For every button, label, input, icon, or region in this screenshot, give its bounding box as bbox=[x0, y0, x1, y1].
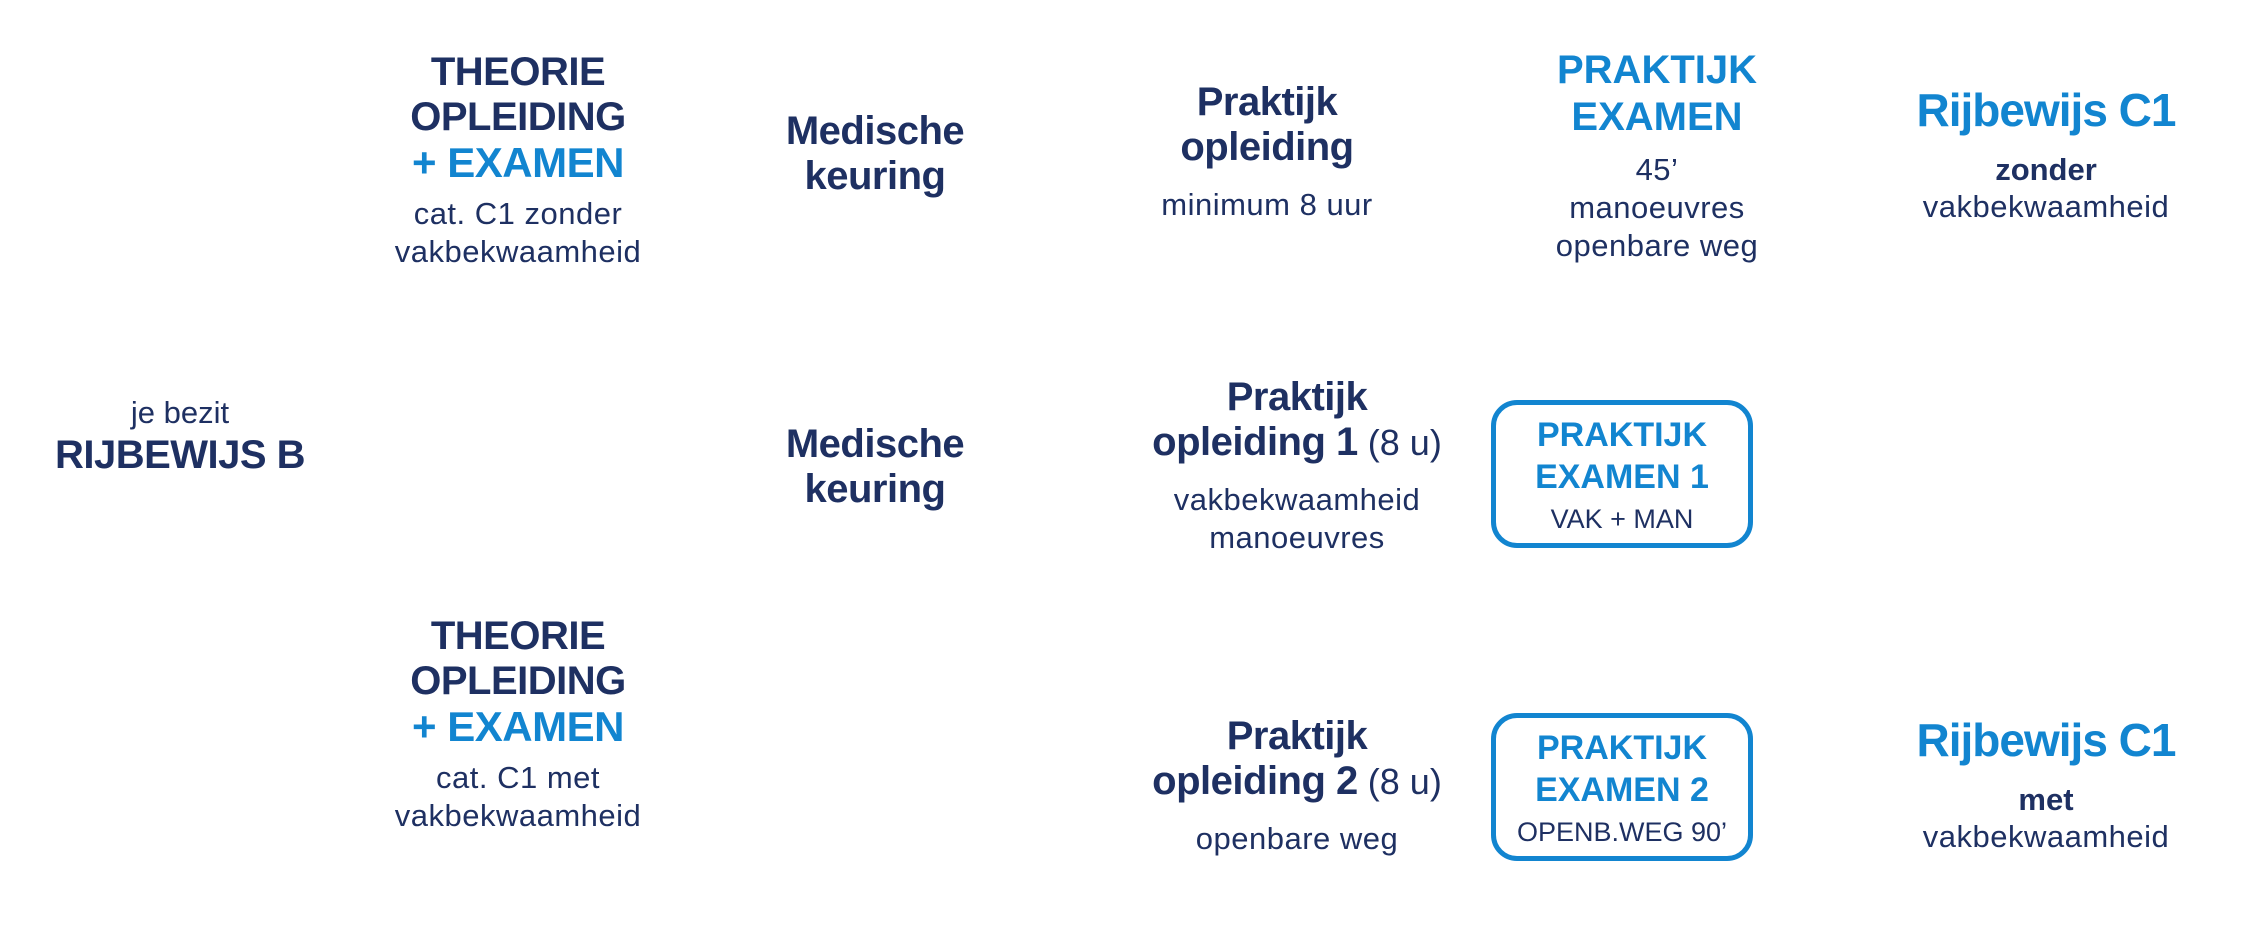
theorie-opleiding-examen-met-block: THEORIE OPLEIDING + EXAMEN cat. C1 met v… bbox=[395, 614, 642, 835]
medische-keuring-middle-line2: keuring bbox=[804, 467, 946, 511]
praktijk-opleiding-2-title-line2: opleiding 2(8 u) bbox=[1152, 759, 1442, 804]
theorie-zonder-title-line1: THEORIE bbox=[430, 50, 606, 94]
praktijk-examen-title-line2: EXAMEN bbox=[1571, 95, 1743, 139]
praktijk-examen-2-note: OPENB.WEG 90’ bbox=[1516, 816, 1728, 847]
rijbewijs-c1-met-note: vakbekwaamheid bbox=[1922, 819, 2170, 854]
praktijk-opleiding-2-duration: (8 u) bbox=[1367, 761, 1442, 802]
theorie-zonder-note-line1: cat. C1 zonder bbox=[413, 196, 623, 231]
medische-keuring-top-line1: Medische bbox=[785, 109, 965, 153]
praktijk-examen-2-title-line1: PRAKTIJK bbox=[1536, 728, 1708, 767]
praktijk-examen-1-title-line2: EXAMEN 1 bbox=[1535, 457, 1709, 496]
rijbewijs-c1-zonder-title: Rijbewijs C1 bbox=[1916, 84, 2177, 136]
praktijk-opleiding-block: Praktijk opleiding minimum 8 uur bbox=[1161, 80, 1373, 224]
theorie-zonder-title-line2: OPLEIDING bbox=[410, 95, 626, 139]
rijbewijs-c1-met-qualifier: met bbox=[2018, 782, 2074, 817]
praktijk-opleiding-1-title-line1: Praktijk bbox=[1226, 375, 1368, 419]
praktijk-opleiding-2-block: Praktijk opleiding 2(8 u) openbare weg bbox=[1152, 714, 1442, 858]
praktijk-examen-title-line1: PRAKTIJK bbox=[1556, 48, 1758, 92]
start-license-text: RIJBEWIJS B bbox=[54, 433, 306, 477]
praktijk-opleiding-1-note-line1: vakbekwaamheid bbox=[1173, 482, 1421, 517]
theorie-met-title-line2: OPLEIDING bbox=[410, 659, 626, 703]
praktijk-examen-1-title-line1: PRAKTIJK bbox=[1536, 415, 1708, 454]
praktijk-opleiding-2-name: opleiding 2 bbox=[1152, 759, 1358, 803]
praktijk-examen-block: PRAKTIJK EXAMEN 45’ manoeuvres openbare … bbox=[1556, 47, 1759, 265]
start-intro-text: je bezit bbox=[130, 395, 230, 430]
rijbewijs-c1-zonder-qualifier: zonder bbox=[1995, 152, 2097, 187]
rijbewijs-c1-met-block: Rijbewijs C1 met vakbekwaamheid bbox=[1916, 714, 2177, 856]
praktijk-opleiding-1-note-line2: manoeuvres bbox=[1209, 520, 1385, 555]
rijbewijs-c1-zonder-block: Rijbewijs C1 zonder vakbekwaamheid bbox=[1916, 84, 2177, 226]
praktijk-opleiding-title-line2: opleiding bbox=[1180, 125, 1354, 169]
praktijk-examen-note-duration: 45’ bbox=[1635, 152, 1679, 187]
theorie-zonder-note-line2: vakbekwaamheid bbox=[394, 234, 642, 269]
praktijk-opleiding-1-name: opleiding 1 bbox=[1152, 420, 1358, 464]
theorie-opleiding-examen-zonder-block: THEORIE OPLEIDING + EXAMEN cat. C1 zonde… bbox=[395, 50, 642, 271]
praktijk-opleiding-title-line1: Praktijk bbox=[1196, 80, 1338, 124]
theorie-met-note-line1: cat. C1 met bbox=[436, 760, 600, 795]
praktijk-opleiding-note: minimum 8 uur bbox=[1161, 187, 1373, 222]
theorie-met-note-line2: vakbekwaamheid bbox=[394, 798, 642, 833]
praktijk-examen-1-note: VAK + MAN bbox=[1550, 503, 1694, 534]
rijbewijs-c1-met-title: Rijbewijs C1 bbox=[1916, 714, 2177, 766]
praktijk-opleiding-1-duration: (8 u) bbox=[1367, 422, 1442, 463]
theorie-zonder-title-line3: + EXAMEN bbox=[412, 139, 624, 186]
start-block: je bezit RIJBEWIJS B bbox=[54, 394, 306, 478]
medische-keuring-top-block: Medische keuring bbox=[785, 109, 965, 199]
praktijk-examen-2-box: PRAKTIJK EXAMEN 2 OPENB.WEG 90’ bbox=[1491, 713, 1753, 861]
praktijk-opleiding-1-title-line2: opleiding 1(8 u) bbox=[1152, 420, 1442, 465]
medische-keuring-top-line2: keuring bbox=[804, 154, 946, 198]
medische-keuring-middle-line1: Medische bbox=[785, 422, 965, 466]
praktijk-examen-note-line3: openbare weg bbox=[1555, 228, 1759, 263]
praktijk-examen-1-box: PRAKTIJK EXAMEN 1 VAK + MAN bbox=[1491, 400, 1753, 548]
theorie-met-title-line1: THEORIE bbox=[430, 614, 606, 658]
rijbewijs-c1-zonder-note: vakbekwaamheid bbox=[1922, 189, 2170, 224]
praktijk-opleiding-1-block: Praktijk opleiding 1(8 u) vakbekwaamheid… bbox=[1152, 375, 1442, 557]
theorie-met-title-line3: + EXAMEN bbox=[412, 703, 624, 750]
praktijk-examen-2-title-line2: EXAMEN 2 bbox=[1535, 770, 1709, 809]
praktijk-opleiding-2-title-line1: Praktijk bbox=[1226, 714, 1368, 758]
praktijk-opleiding-2-note: openbare weg bbox=[1195, 821, 1399, 856]
praktijk-examen-note-line2: manoeuvres bbox=[1569, 190, 1745, 225]
medische-keuring-middle-block: Medische keuring bbox=[785, 422, 965, 512]
